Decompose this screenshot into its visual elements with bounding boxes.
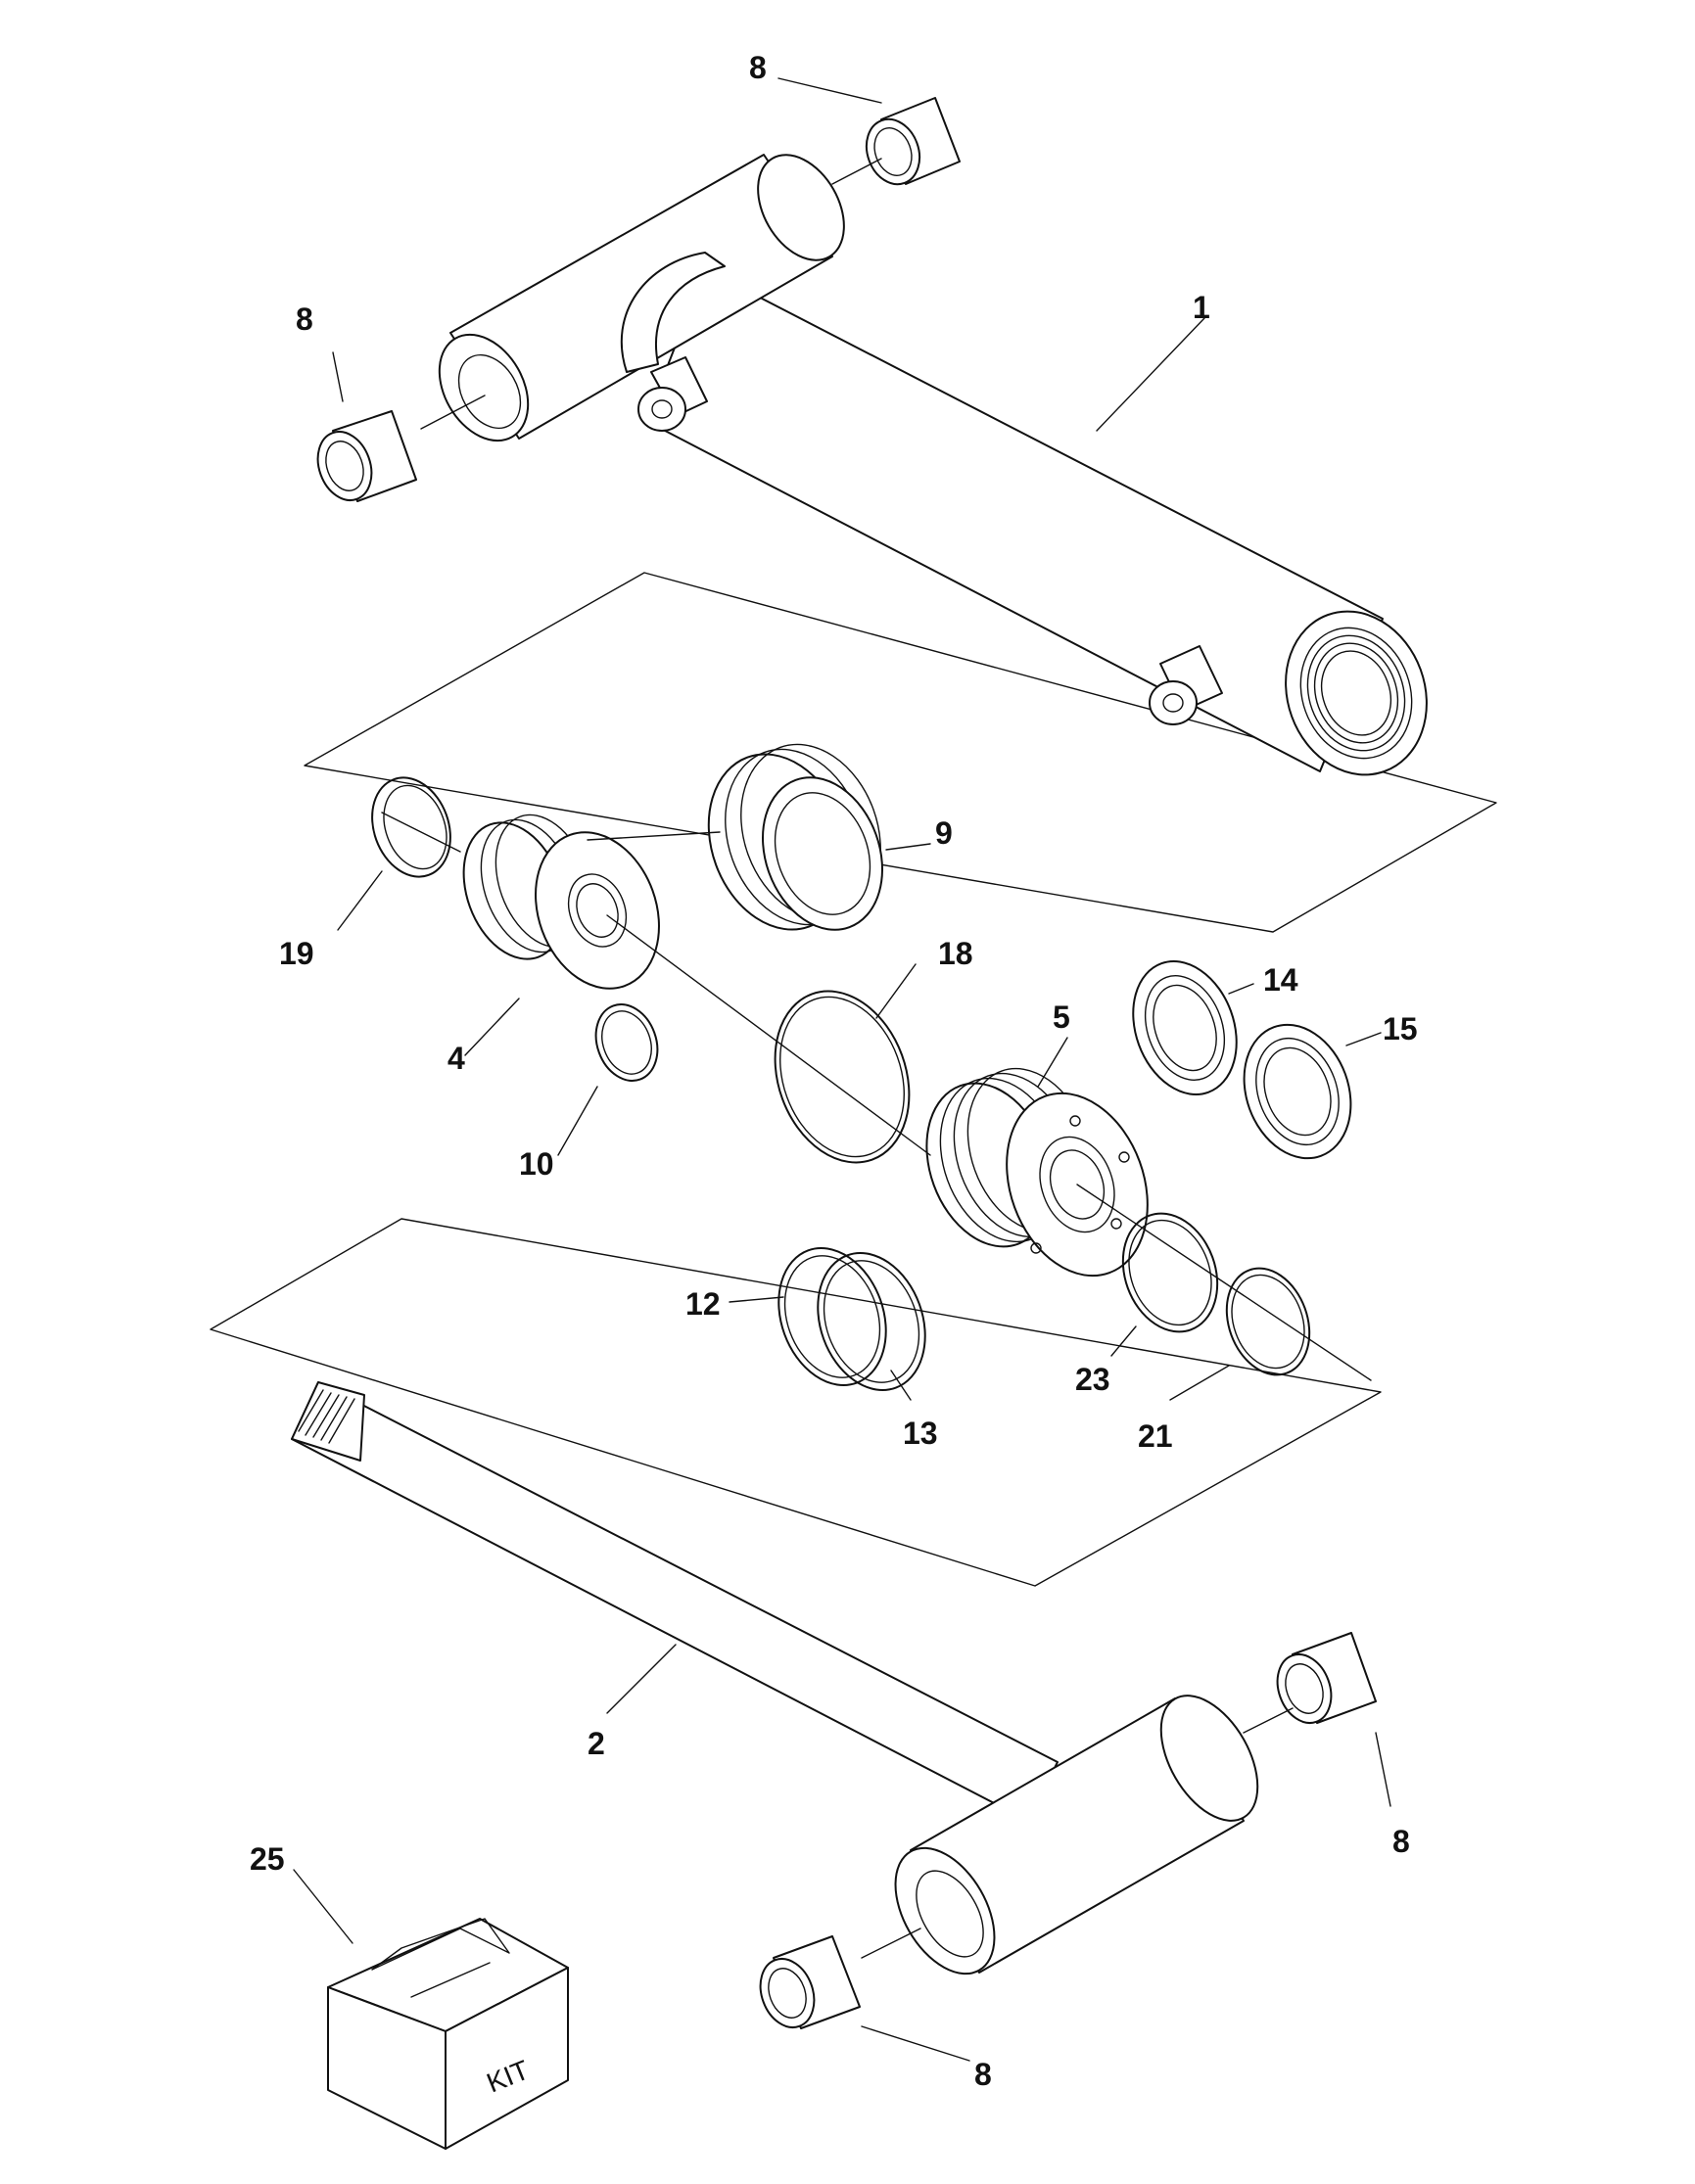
gland-part-5 [925, 1067, 1149, 1278]
callout-8-top: 8 [749, 50, 767, 85]
leader-lines [293, 77, 1391, 2062]
bushing-part-8-bottom-left [759, 1935, 861, 2029]
callout-labels: 8 8 1 9 19 18 14 5 15 4 10 12 23 13 21 2… [250, 50, 1418, 2092]
axis-line-top-bushings [420, 158, 882, 430]
callout-13: 13 [903, 1416, 938, 1451]
retaining-ring-part-19 [371, 776, 451, 878]
bushing-part-8-top-left [316, 410, 417, 502]
callout-4: 4 [447, 1041, 465, 1076]
callout-8-bottom-right: 8 [1392, 1824, 1410, 1859]
callout-10: 10 [519, 1146, 554, 1182]
callout-25: 25 [250, 1841, 285, 1877]
axis-line-bottom-bushings [861, 1707, 1294, 1959]
callout-2: 2 [588, 1726, 605, 1761]
retaining-ring-part-23 [1121, 1212, 1219, 1333]
bushing-part-8-bottom-right [1276, 1632, 1377, 1724]
o-ring-part-18 [774, 990, 911, 1164]
callout-15: 15 [1383, 1011, 1418, 1046]
kit-box-part-25: KIT [327, 1918, 569, 2150]
wiper-seal-part-14 [1132, 960, 1238, 1095]
callout-23: 23 [1075, 1362, 1110, 1397]
cylinder-barrel-part-1 [438, 154, 1428, 776]
upper-reference-plane [304, 572, 1497, 933]
o-ring-part-10 [594, 1003, 659, 1082]
piston-part-4 [462, 813, 660, 990]
lower-reference-plane [210, 1218, 1382, 1587]
callout-9: 9 [935, 815, 953, 851]
callout-1: 1 [1193, 290, 1210, 325]
bushing-part-8-top-right [865, 97, 961, 186]
callout-19: 19 [279, 936, 314, 971]
callout-14: 14 [1263, 962, 1298, 998]
piston-seal-part-9 [707, 743, 883, 931]
o-ring-part-21 [1225, 1267, 1311, 1376]
piston-axis-line [381, 812, 1372, 1381]
callout-8-left: 8 [296, 302, 313, 337]
callout-5: 5 [1053, 999, 1070, 1035]
o-ring-part-13 [817, 1252, 926, 1391]
callout-18: 18 [938, 936, 973, 971]
rod-seal-part-15 [1243, 1023, 1352, 1160]
callout-21: 21 [1138, 1418, 1173, 1454]
rod-part-2 [291, 1381, 1259, 1975]
callout-12: 12 [685, 1286, 721, 1322]
callout-8-bottom: 8 [974, 2057, 992, 2092]
